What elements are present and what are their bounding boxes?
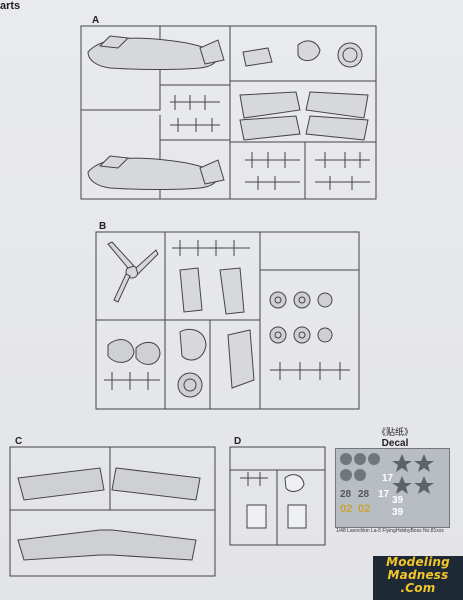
decal-roundel: [340, 469, 352, 481]
decal-marking: 39: [392, 507, 404, 518]
fuselage-upper: [87, 35, 225, 70]
decal-star: [392, 476, 412, 494]
decal-star: [414, 454, 434, 472]
decal-marking: 02: [358, 503, 371, 515]
decal-roundel: [340, 453, 352, 465]
sprue-b-frame: [95, 231, 360, 410]
section-header: arts: [0, 0, 21, 12]
decal-star: [392, 454, 412, 472]
sprue-letter-a: A: [92, 15, 100, 26]
sprue-d-frame: [229, 446, 326, 546]
sprue-c-frame: [9, 446, 216, 577]
site-logo: Modeling Madness .Com: [373, 556, 463, 600]
logo-line-2: Madness: [387, 568, 449, 582]
fuselage-lower: [87, 155, 225, 190]
logo-line-1: Modeling: [386, 555, 450, 569]
decal-roundel: [368, 453, 380, 465]
decal-marking: 28: [358, 489, 370, 500]
sprue-letter-c: C: [15, 436, 23, 447]
logo-line-3: .Com: [400, 581, 436, 595]
decal-caption-left: 1/48 Lavochkin La-5 Flying: [336, 528, 396, 534]
decal-roundel: [354, 469, 366, 481]
decal-title-en: Decal: [381, 438, 409, 449]
decal-graphics: [340, 453, 434, 494]
decal-marking: 28: [340, 489, 352, 500]
wings: [17, 467, 201, 561]
decal-title-cn: 《贴纸》: [376, 427, 413, 437]
decal-roundel: [354, 453, 366, 465]
decal-marking: 02: [340, 503, 353, 515]
decal-marking: 17: [382, 473, 394, 484]
decal-marking: 39: [392, 495, 404, 506]
decal-sheet: 17 28 28 17 02 02 39 39: [335, 448, 450, 528]
decal-star: [414, 476, 434, 494]
propeller: [107, 241, 159, 303]
decal-caption-right: HobbyBoss No.81xxx: [396, 528, 444, 534]
sprue-letter-b: B: [99, 221, 107, 232]
sprue-letter-d: D: [234, 436, 242, 447]
wheels: [269, 291, 333, 344]
decal-title: 《贴纸》 Decal: [350, 425, 440, 449]
decal-marking: 17: [378, 489, 390, 500]
